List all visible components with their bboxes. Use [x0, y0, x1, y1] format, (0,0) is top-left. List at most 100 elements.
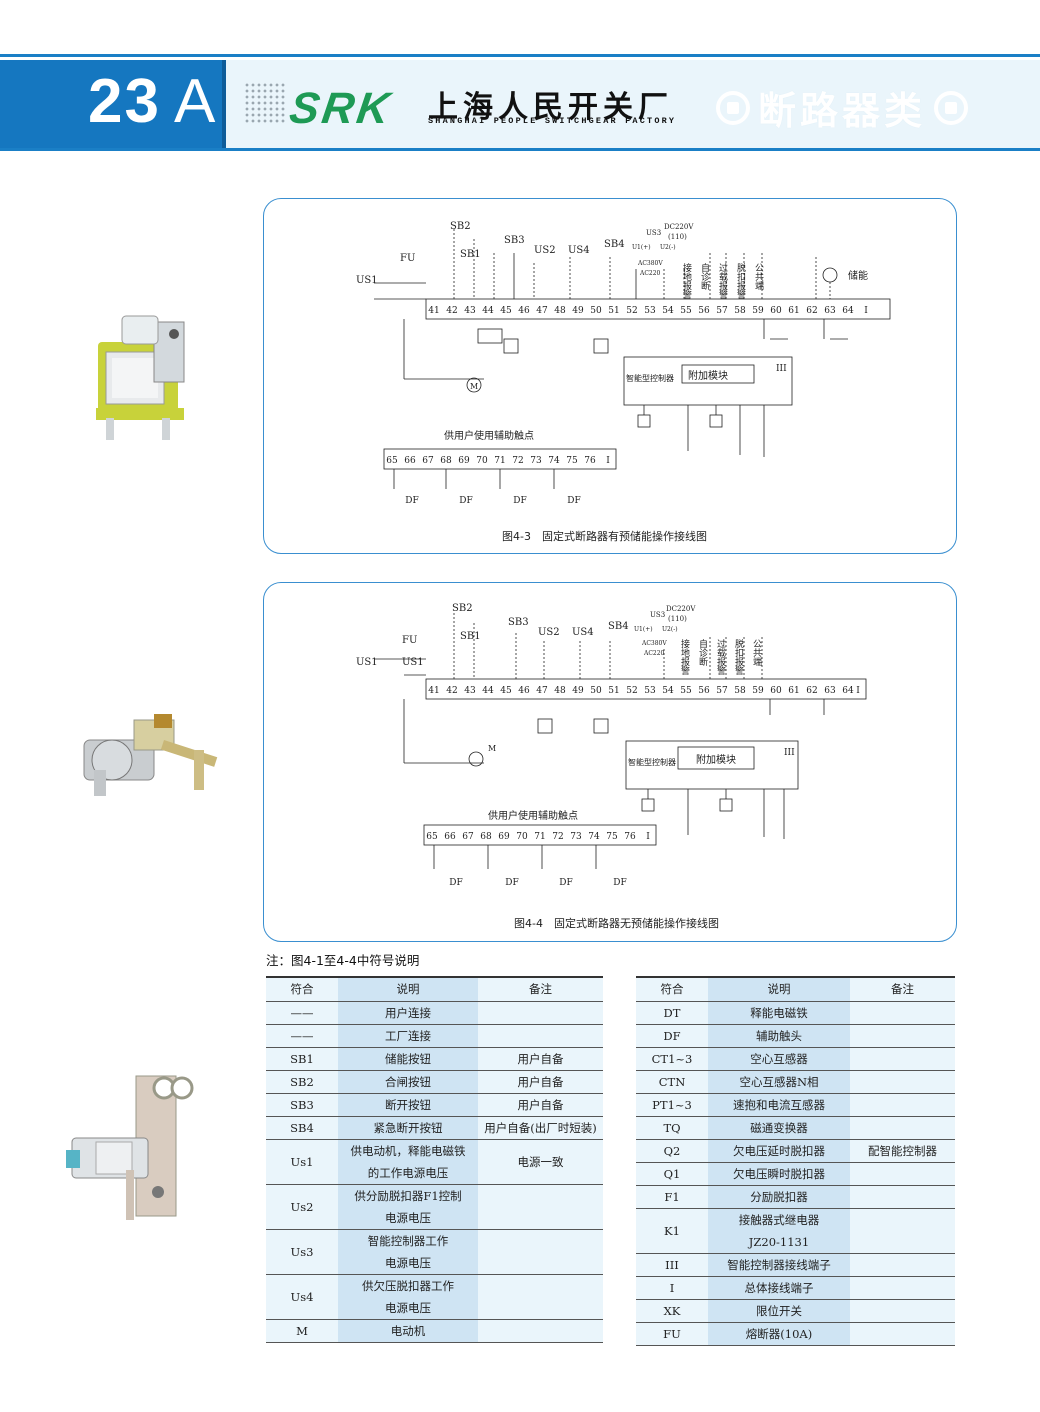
page-suffix: A [174, 67, 216, 136]
aux-terminal: 67 [422, 456, 434, 466]
aux-terminal: 66 [404, 456, 416, 466]
label-sb1: SB1 [460, 249, 481, 260]
table-row: XK 限位开关 [636, 1299, 955, 1323]
remark-cell: 配智能控制器 [850, 1139, 955, 1163]
description-cell: 智能控制器接线端子 [708, 1253, 850, 1277]
terminal: 61 [788, 686, 799, 696]
aux-terminal: 73 [530, 456, 542, 466]
label-u1: U1(+) [632, 244, 651, 251]
terminal: 62 [806, 306, 817, 316]
aux-df-label: DF [567, 496, 580, 506]
symbol-cell: TQ [636, 1116, 708, 1140]
terminal: 57 [716, 306, 728, 316]
description-line: 电源电压 [385, 1210, 431, 1225]
remark-cell [850, 1001, 955, 1025]
column-header: 说明 [708, 976, 850, 1002]
remark-cell [850, 1253, 955, 1277]
company-name-en: SHANGHAI PEOPLE SWITCHGEAR FACTORY [428, 116, 677, 126]
description-cell: 紧急断开按钮 [338, 1116, 478, 1140]
terminal: 47 [536, 686, 548, 696]
alarm-columns-2: 接地报警 自诊断 过载报警 脱扣报警 公共端 [679, 638, 762, 676]
label-us1: US1 [356, 657, 378, 668]
label-module: 附加模块 [688, 369, 728, 382]
terminal: 44 [482, 686, 494, 696]
description-cell: 断开按钮 [338, 1093, 478, 1117]
table-row: ——用户连接 [266, 1001, 603, 1025]
symbol-cell: K1 [636, 1208, 708, 1254]
terminal: 63 [824, 686, 836, 696]
aux-df-label: DF [449, 878, 462, 888]
aux-terminal: 71 [534, 832, 545, 842]
terminal: 50 [590, 306, 602, 316]
label-ac220: AC220 [643, 650, 665, 657]
symbol-cell: M [266, 1319, 338, 1343]
aux-df-label: DF [613, 878, 626, 888]
symbol-cell: III [636, 1253, 708, 1277]
table-row: ——工厂连接 [266, 1024, 603, 1048]
terminal: 51 [608, 306, 619, 316]
aux-terminal: 72 [552, 832, 563, 842]
aux-terminal: 76 [624, 832, 636, 842]
aux-terminal: 74 [548, 456, 560, 466]
description-line: 合闸按钮 [385, 1074, 431, 1089]
description-cell: 欠电压延时脱扣器 [708, 1139, 850, 1163]
remark-cell: 电源一致 [478, 1139, 603, 1185]
header-bottom-line [0, 148, 1040, 151]
description-cell: 速抱和电流互感器 [708, 1093, 850, 1117]
description-line: 智能控制器接线端子 [727, 1257, 831, 1272]
terminal-strip-2: 41 42 43 44 45 46 47 48 49 50 51 52 53 5… [428, 686, 860, 696]
motor-mechanism-photo [83, 714, 218, 796]
description-line: 紧急断开按钮 [373, 1120, 443, 1135]
label-u2: U2(-) [662, 626, 678, 633]
label-ac380: AC380V [637, 260, 663, 267]
symbol-cell: CT1~3 [636, 1047, 708, 1071]
symbol-cell: DF [636, 1024, 708, 1048]
description-cell: 工厂连接 [338, 1024, 478, 1048]
terminal: 45 [500, 306, 512, 316]
aux-terminal: 66 [444, 832, 456, 842]
alarm-columns-1: 接地报警 自诊断 过载报警 脱扣报警 公共端 [681, 262, 764, 300]
terminal: 60 [770, 686, 782, 696]
terminal: 55 [680, 306, 692, 316]
aux-terminal: 74 [588, 832, 600, 842]
terminal: 51 [608, 686, 619, 696]
category-bullet-icon [934, 90, 969, 125]
terminal: 59 [752, 686, 764, 696]
remark-cell: 用户自备(出厂时短装) [478, 1116, 603, 1140]
description-line: 限位开关 [756, 1303, 802, 1318]
label-u1: U1(+) [634, 626, 653, 633]
wiring-diagram-4-3: 41 42 43 44 45 46 47 48 49 50 51 52 53 5… [356, 221, 891, 543]
alarm-label: 脱扣报警 [735, 262, 746, 300]
label-module: 附加模块 [696, 753, 736, 766]
terminal: 47 [536, 306, 548, 316]
aux-terminal: 68 [480, 832, 492, 842]
description-line: 熔断器(10A) [745, 1326, 813, 1341]
remark-cell [478, 1001, 603, 1025]
terminal: 56 [698, 686, 710, 696]
symbol-cell: XK [636, 1299, 708, 1323]
terminal: 64 [842, 306, 854, 316]
label-iii: III [784, 748, 795, 758]
header-divider [222, 60, 226, 150]
remark-cell: 用户自备 [478, 1047, 603, 1071]
aux-terminal: 70 [516, 832, 528, 842]
aux-terminal: 67 [462, 832, 474, 842]
terminal: 43 [464, 686, 476, 696]
description-line: 智能控制器工作 [367, 1233, 449, 1248]
alarm-label: 公共端 [753, 263, 764, 291]
label-sb3: SB3 [504, 235, 525, 246]
shunt-release-photo [66, 1075, 194, 1220]
terminal: 56 [698, 306, 710, 316]
description-cell: 合闸按钮 [338, 1070, 478, 1094]
label-us1-b: US1 [402, 657, 424, 668]
symbol-cell: Q1 [636, 1162, 708, 1186]
terminal: 45 [500, 686, 512, 696]
remark-cell: 用户自备 [478, 1093, 603, 1117]
description-cell: 空心互感器 [708, 1047, 850, 1071]
description-line: 电源电压 [385, 1255, 431, 1270]
